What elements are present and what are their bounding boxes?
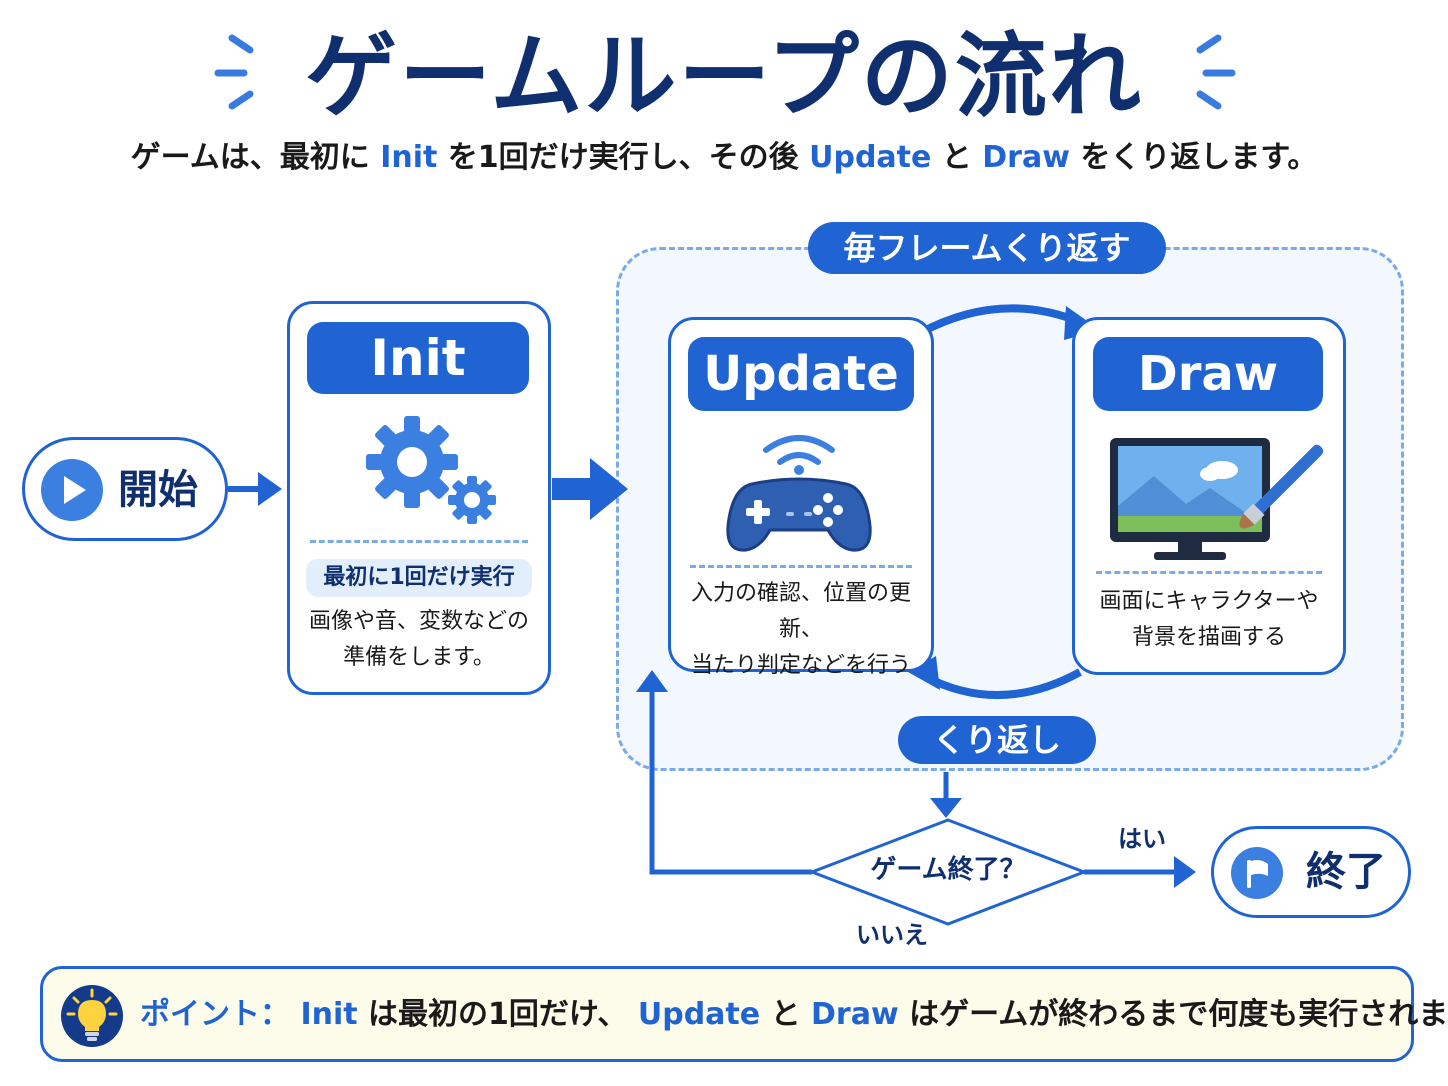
monitor-brush-icon: [1110, 438, 1324, 560]
init-description: 画像や音、変数などの 準備をします。: [296, 604, 542, 676]
update-desc-line-2: 当たり判定などを行う: [690, 653, 911, 678]
arrow-decision-to-end: [1084, 856, 1196, 888]
draw-divider: [1096, 571, 1322, 574]
sparkle-left-top: [228, 34, 254, 54]
point-text-1: は最初の1回だけ、: [357, 997, 638, 1032]
end-label: 終了: [1306, 849, 1386, 895]
gamepad-icon: [726, 435, 872, 552]
subtitle-text-2: を1回だけ実行し、その後: [437, 140, 810, 175]
play-icon: [41, 459, 103, 521]
subtitle-keyword-init: Init: [380, 140, 438, 175]
init-desc-line-2: 準備をします。: [343, 645, 495, 670]
point-box: [40, 966, 1414, 1062]
loop-label-pill: 毎フレームくり返す: [808, 222, 1166, 274]
arrow-draw-to-update: [908, 656, 1082, 699]
page-subtitle: ゲームは、最初に Init を1回だけ実行し、その後 Update と Draw…: [0, 138, 1448, 178]
sparkle-right-top: [1196, 34, 1222, 54]
decision-label: ゲーム終了？: [870, 855, 1026, 885]
arrow-start-to-init: [228, 472, 282, 506]
start-label: 開始: [118, 467, 198, 513]
draw-desc-line-1: 画面にキャラクターや: [1099, 589, 1319, 614]
subtitle-text-4: をくり返します。: [1069, 140, 1318, 175]
subtitle-keyword-update: Update: [809, 140, 932, 175]
init-divider: [310, 540, 528, 543]
point-text-3: はゲームが終わるまで何度も実行されます。: [898, 997, 1448, 1032]
arrow-init-to-loop: [552, 458, 628, 520]
update-divider: [690, 565, 912, 568]
update-title: Update: [688, 337, 914, 411]
lightbulb-icon: [61, 985, 123, 1047]
subtitle-text-1: ゲームは、最初に: [130, 140, 381, 175]
flag-icon: [1231, 847, 1283, 899]
decision-no-label: いいえ: [856, 921, 928, 949]
sparkle-right-bottom: [1196, 90, 1222, 110]
draw-desc-line-2: 背景を描画する: [1131, 625, 1286, 650]
update-desc-line-1: 入力の確認、位置の更新、: [690, 581, 911, 642]
point-heading: ポイント：: [140, 997, 290, 1032]
subtitle-text-3: と: [931, 140, 983, 175]
point-keyword-update: Update: [637, 997, 761, 1032]
draw-description: 画面にキャラクターや 背景を描画する: [1078, 584, 1340, 656]
arrow-loop-to-decision: [930, 772, 962, 818]
point-keyword-init: Init: [300, 997, 358, 1032]
init-desc-line-1: 画像や音、変数などの: [308, 609, 529, 634]
point-text: ポイント： Init は最初の1回だけ、 Update と Draw はゲームが…: [140, 994, 1448, 1036]
update-description: 入力の確認、位置の更新、 当たり判定などを行う: [672, 576, 930, 684]
decision-yes-label: はい: [1118, 825, 1166, 853]
draw-title: Draw: [1093, 337, 1323, 411]
gears-icon: [366, 416, 496, 524]
subtitle-keyword-draw: Draw: [982, 140, 1070, 175]
decision-diamond: [807, 818, 1089, 926]
arrow-decision-back-to-loop: [636, 670, 812, 875]
sparkle-left-bottom: [228, 90, 254, 110]
init-badge: 最初に1回だけ実行: [306, 559, 532, 597]
repeat-label-pill: くり返し: [898, 716, 1096, 764]
init-title: Init: [307, 322, 529, 394]
title-sparkles: [214, 34, 1236, 110]
point-text-2: と: [760, 997, 812, 1032]
point-keyword-draw: Draw: [811, 997, 899, 1032]
page-title: ゲームループの流れ: [305, 23, 1143, 130]
